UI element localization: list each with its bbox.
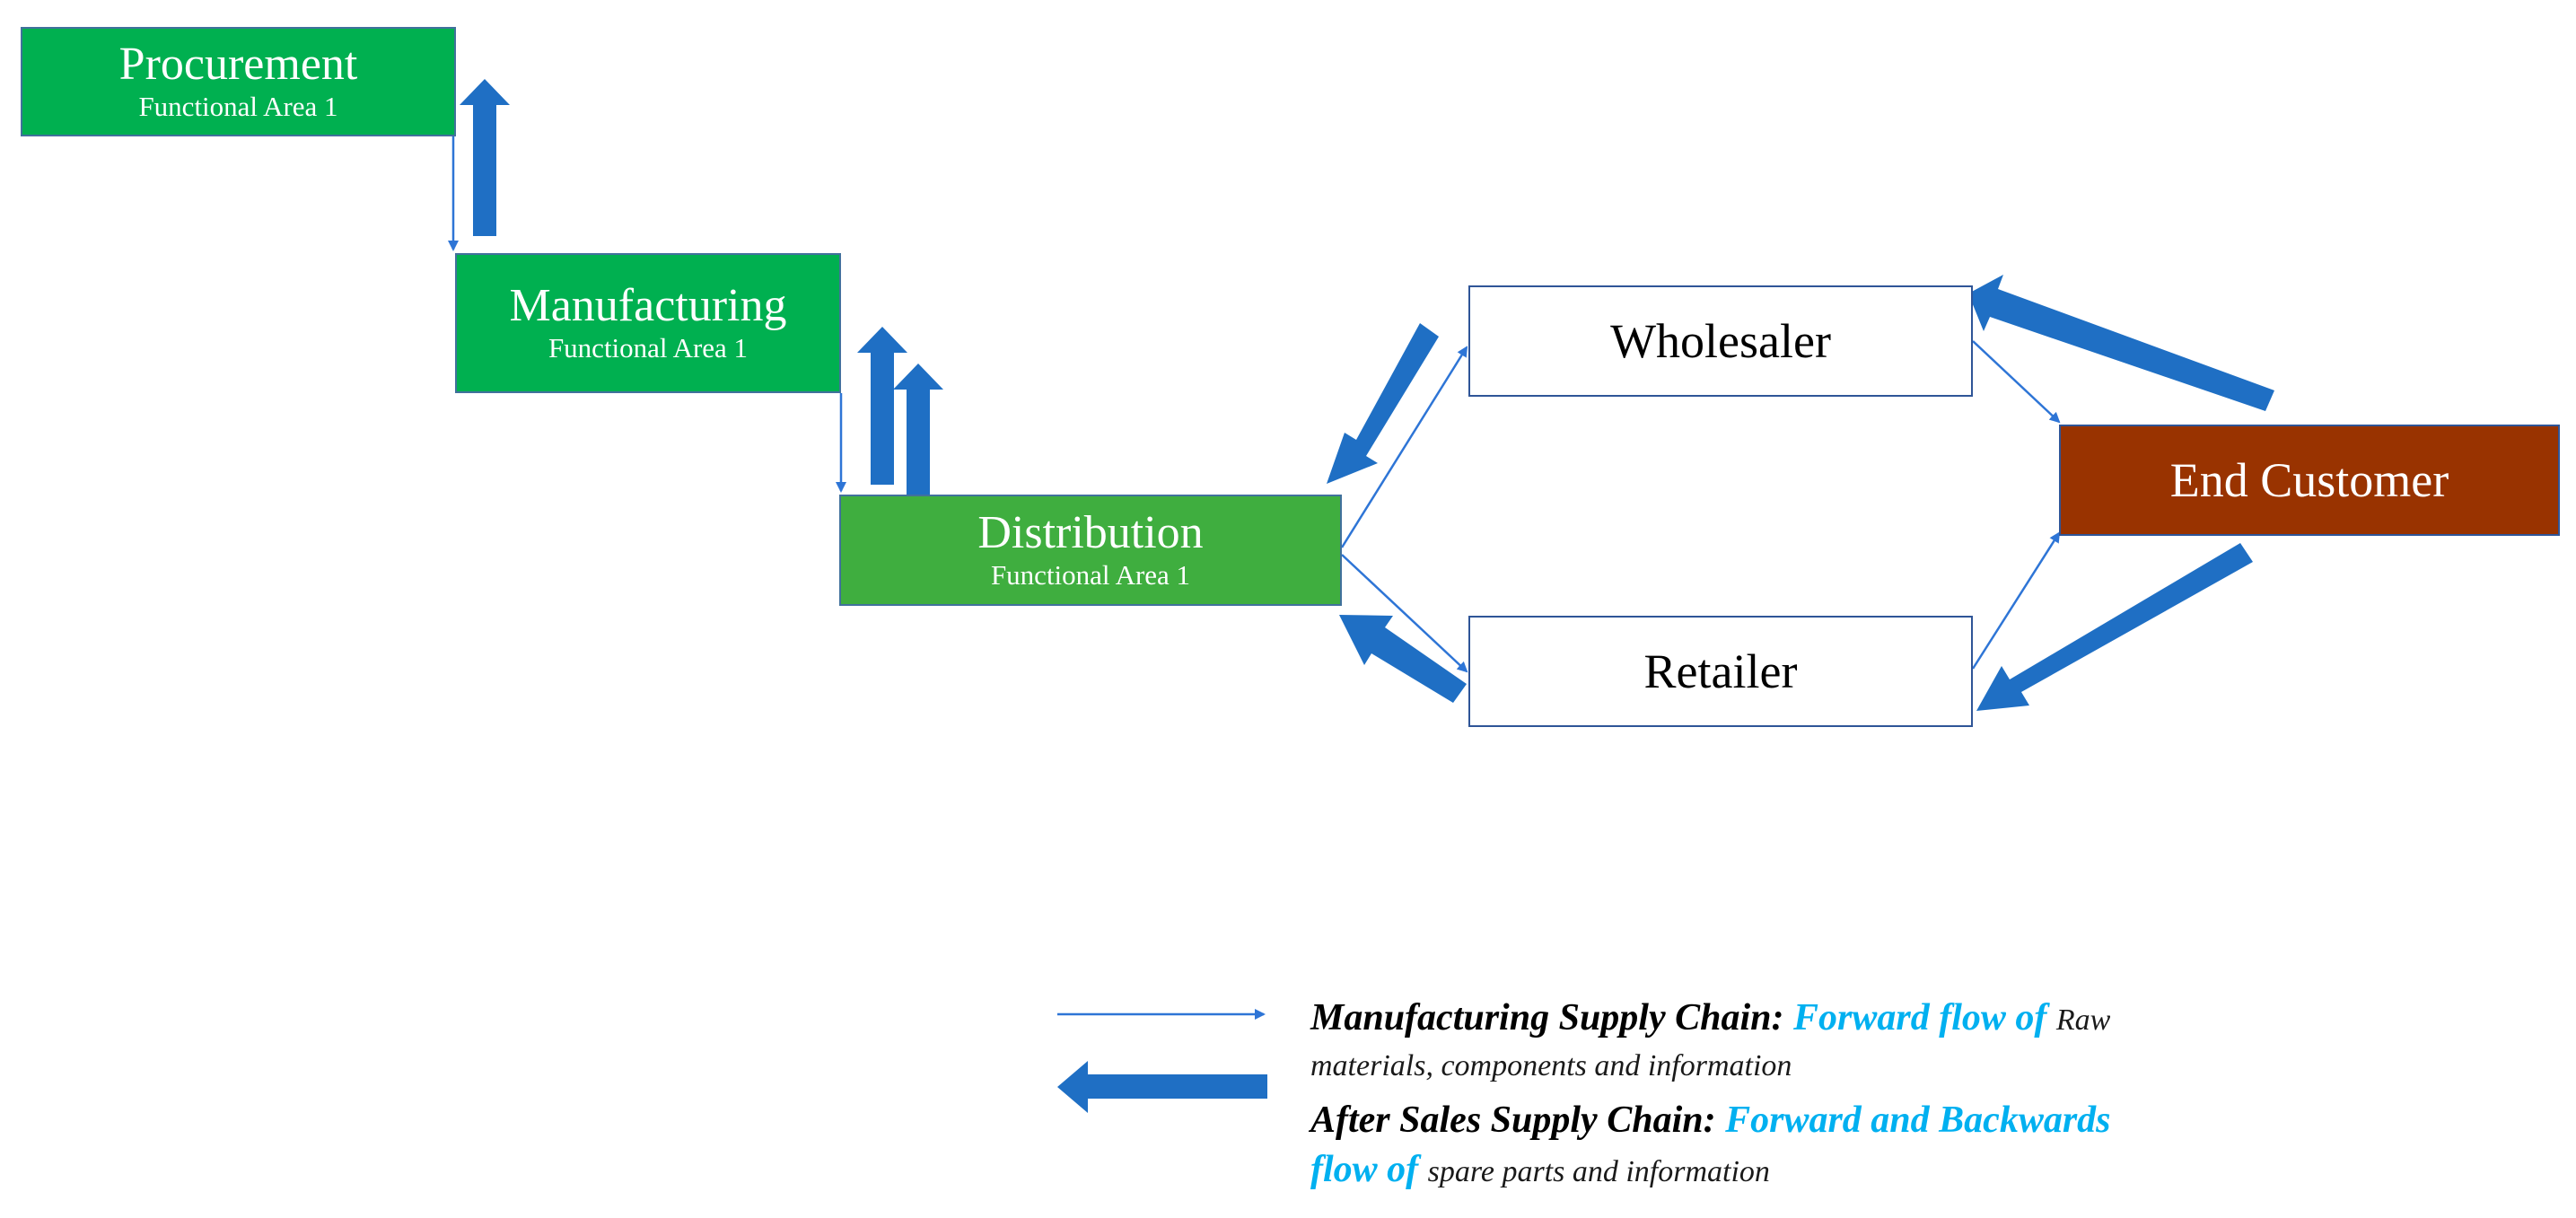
distribution-to-manufacturing-block-arrow-2 xyxy=(893,364,943,520)
wholesaler-box: Wholesaler xyxy=(1468,285,1973,397)
legend-after-sales-highlight-2: flow of xyxy=(1310,1149,1419,1190)
procurement-box: Procurement Functional Area 1 xyxy=(21,27,456,136)
legend-after-sales-text: spare parts and information xyxy=(1427,1155,1770,1188)
after-sales-arrows xyxy=(460,79,2274,711)
legend-forward-text-1: Raw xyxy=(2055,1003,2111,1037)
distribution-title: Distribution xyxy=(977,507,1204,559)
wholesaler-title: Wholesaler xyxy=(1610,313,1831,368)
legend-forward-text-2: materials, components and information xyxy=(1310,1049,1792,1082)
manufacturing-box: Manufacturing Functional Area 1 xyxy=(455,253,841,393)
retailer-to-distribution-block-arrow xyxy=(1339,615,1467,703)
distribution-to-retailer-arrow xyxy=(1341,554,1468,673)
legend-forward-label: Manufacturing Supply Chain: xyxy=(1310,997,1784,1038)
legend-after-sales-line-2: flow of spare parts and information xyxy=(1310,1145,2111,1196)
legend-forward-line-2: materials, components and information xyxy=(1310,1039,2111,1091)
legend-forward-line-1: Manufacturing Supply Chain: Forward flow… xyxy=(1310,994,2111,1045)
manufacturing-title: Manufacturing xyxy=(509,280,787,332)
procurement-subtitle: Functional Area 1 xyxy=(138,90,338,122)
manufacturing-subtitle: Functional Area 1 xyxy=(548,331,749,364)
legend-forward-highlight: Forward flow of xyxy=(1793,997,2047,1038)
procurement-title: Procurement xyxy=(118,39,358,91)
legend-arrows xyxy=(1057,1009,1267,1113)
end-customer-box: End Customer xyxy=(2059,425,2560,536)
legend-after-sales-line-1: After Sales Supply Chain: Forward and Ba… xyxy=(1310,1096,2111,1145)
end-customer-to-retailer-block-arrow xyxy=(1976,543,2253,711)
distribution-to-manufacturing-block-arrow-1 xyxy=(857,327,907,485)
legend-after-sales-highlight-1: Forward and Backwards xyxy=(1725,1100,2111,1141)
forward-flow-arrows xyxy=(448,136,2061,673)
legend-block-arrow xyxy=(1057,1061,1267,1113)
wholesaler-to-distribution-block-arrow xyxy=(1327,323,1439,484)
retailer-to-end-customer-arrow xyxy=(1971,531,2061,670)
retailer-title: Retailer xyxy=(1643,644,1798,698)
distribution-to-wholesaler-arrow xyxy=(1340,346,1468,548)
end-customer-title: End Customer xyxy=(2169,452,2449,507)
legend: Manufacturing Supply Chain: Forward flow… xyxy=(1310,994,2111,1196)
distribution-box: Distribution Functional Area 1 xyxy=(839,495,1342,606)
retailer-box: Retailer xyxy=(1468,616,1973,727)
distribution-subtitle: Functional Area 1 xyxy=(990,558,1191,591)
legend-after-sales-label: After Sales Supply Chain: xyxy=(1310,1100,1716,1141)
end-customer-to-wholesaler-block-arrow xyxy=(1968,275,2274,411)
wholesaler-to-end-customer-arrow xyxy=(1972,340,2061,424)
manufacturing-to-procurement-block-arrow xyxy=(460,79,510,236)
